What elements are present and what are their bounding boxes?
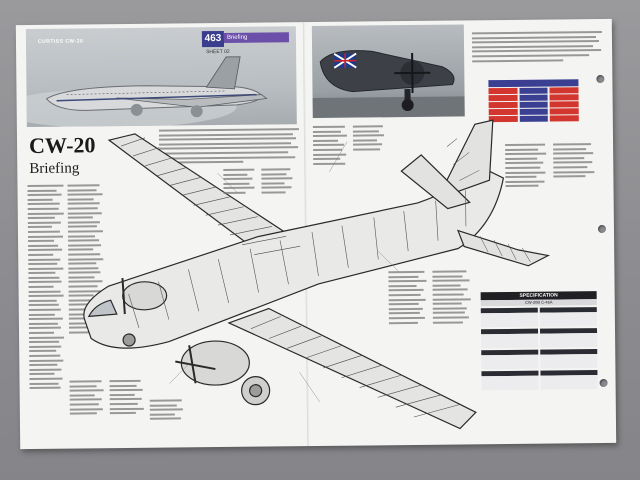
- callout-text-7: [388, 270, 429, 327]
- callout-text-3: [312, 125, 349, 168]
- callout-text-4: [352, 125, 387, 153]
- callout-text-1: [223, 168, 257, 197]
- cutaway-drawing: [83, 119, 551, 430]
- spec-subheading: CW-20B C-46A: [480, 299, 597, 307]
- ground-aircraft-photo: [311, 24, 465, 119]
- airliner-photo: CURTISS CW-20: [25, 26, 297, 128]
- callout-text-9: [69, 380, 106, 417]
- binder-hole: [599, 378, 608, 388]
- specification-panel: SPECIFICATION CW-20B C-46A: [480, 291, 598, 432]
- binder-hole: [596, 74, 605, 84]
- callout-text-8: [432, 270, 473, 326]
- callout-text-10: [109, 379, 146, 417]
- briefing-sheet: CURTISS CW-20 463 Briefing SHEET 02 CW-2…: [15, 18, 617, 450]
- callout-text-2: [261, 168, 295, 196]
- spec-grid: [480, 307, 598, 391]
- callout-text-6: [553, 143, 597, 180]
- binder-hole: [597, 224, 607, 234]
- callout-text-5: [505, 143, 549, 190]
- callout-text-11: [149, 399, 186, 422]
